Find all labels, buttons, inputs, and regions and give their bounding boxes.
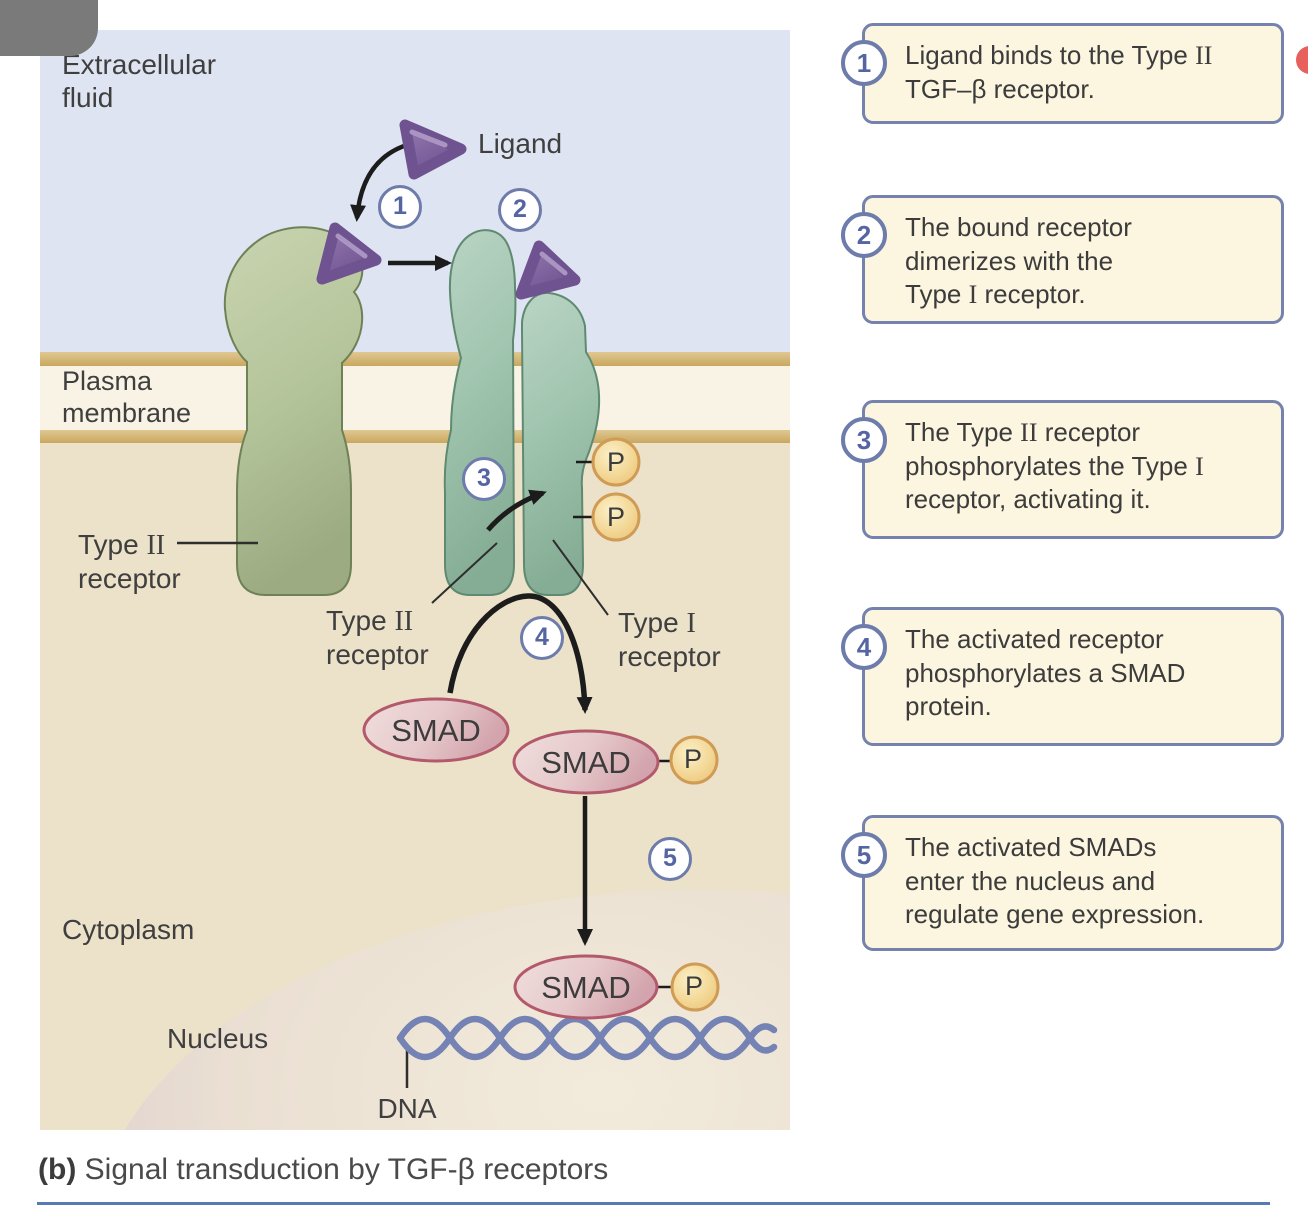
step-5-marker: 5: [648, 837, 692, 881]
type2-receptor-shape: [223, 226, 364, 596]
type1-pointer-line: [552, 539, 609, 616]
step-callout-2: 2 The bound receptor dimerizes with the …: [841, 195, 1284, 324]
cell-diagram: Extracellular fluid Ligand Plasma membra…: [40, 30, 790, 1130]
phosphate-circles: [591, 437, 720, 1012]
corner-decoration: [0, 0, 98, 56]
smad-label-1: SMAD: [391, 713, 481, 748]
phosphate-circle-3: [669, 735, 719, 785]
nucleus-label: Nucleus: [167, 1023, 269, 1054]
dimer-type1-shape: [521, 291, 601, 596]
step-5-number-badge: 5: [841, 832, 887, 878]
step-4-marker: 4: [520, 616, 564, 660]
membrane-inner-leaflet: [40, 430, 790, 443]
ligand-label: Ligand: [478, 128, 563, 159]
bottom-rule: [37, 1202, 1270, 1205]
plasma-membrane-label: Plasma membrane: [62, 366, 192, 428]
step-1-marker: 1: [378, 185, 422, 229]
smad-oval-2: [512, 729, 660, 795]
dna-helix: [396, 1015, 778, 1061]
ligand-triangles: [316, 119, 581, 300]
figure-caption: (b) Signal transduction by TGF-β recepto…: [38, 1153, 608, 1187]
ligand-binding-arrow: [350, 141, 411, 222]
step-2-marker: 2: [498, 188, 542, 232]
alert-dot-icon: [1296, 46, 1308, 74]
figure-caption-prefix: (b): [38, 1153, 77, 1186]
smad-oval-1: [362, 697, 510, 763]
phosphate-circle-4: [670, 962, 720, 1012]
smad-label-2: SMAD: [541, 745, 631, 780]
smad-label-3: SMAD: [541, 970, 631, 1005]
membrane-core: [40, 366, 790, 430]
phosphate-circle-2: [591, 492, 641, 542]
smad-oval-3: [513, 954, 659, 1020]
step-2-number-badge: 2: [841, 212, 887, 258]
type1-receptor-label: Type I receptor: [618, 607, 721, 672]
phosphate-label-2: P: [606, 502, 625, 532]
diagram-artwork: [177, 119, 778, 1088]
dimer-type2-shape: [443, 229, 517, 596]
phosphate-circle-1: [591, 437, 641, 487]
step-3-marker: 3: [462, 457, 506, 501]
step-1-number-badge: 1: [841, 40, 887, 86]
step-3-number-badge: 3: [841, 417, 887, 463]
phosphorylation-arrow: [486, 489, 547, 532]
phosphate-label-3: P: [683, 744, 702, 774]
ligand-bound-type2: [316, 222, 382, 285]
phosphate-label-4: P: [684, 971, 703, 1001]
dna-label: DNA: [377, 1093, 437, 1124]
smad-ovals: [362, 697, 660, 1020]
phosphate-label-1: P: [606, 447, 625, 477]
membrane-outer-leaflet: [40, 352, 790, 366]
extracellular-fluid-label: Extracellular fluid: [62, 49, 217, 113]
step-callout-4: 4 The activated receptor phosphorylates …: [841, 607, 1284, 746]
figure-caption-text: Signal transduction by TGF-β receptors: [76, 1153, 609, 1186]
cytoplasm-label: Cytoplasm: [62, 914, 195, 945]
type2-receptor-label-mid: Type II receptor: [326, 605, 429, 670]
type2-mid-pointer-line: [431, 542, 498, 604]
step-callout-3: 3 The Type II receptor phosphorylates th…: [841, 400, 1284, 539]
step-4-number-badge: 4: [841, 624, 887, 670]
step-callout-1: 1 Ligand binds to the Type II TGF–β rece…: [841, 23, 1284, 124]
smad-phosphorylation-arc: [447, 593, 593, 714]
step-callout-5: 5 The activated SMADs enter the nucleus …: [841, 815, 1284, 951]
ligand-bound-dimer: [515, 240, 581, 300]
type2-receptor-label-left: Type II receptor: [78, 529, 181, 594]
